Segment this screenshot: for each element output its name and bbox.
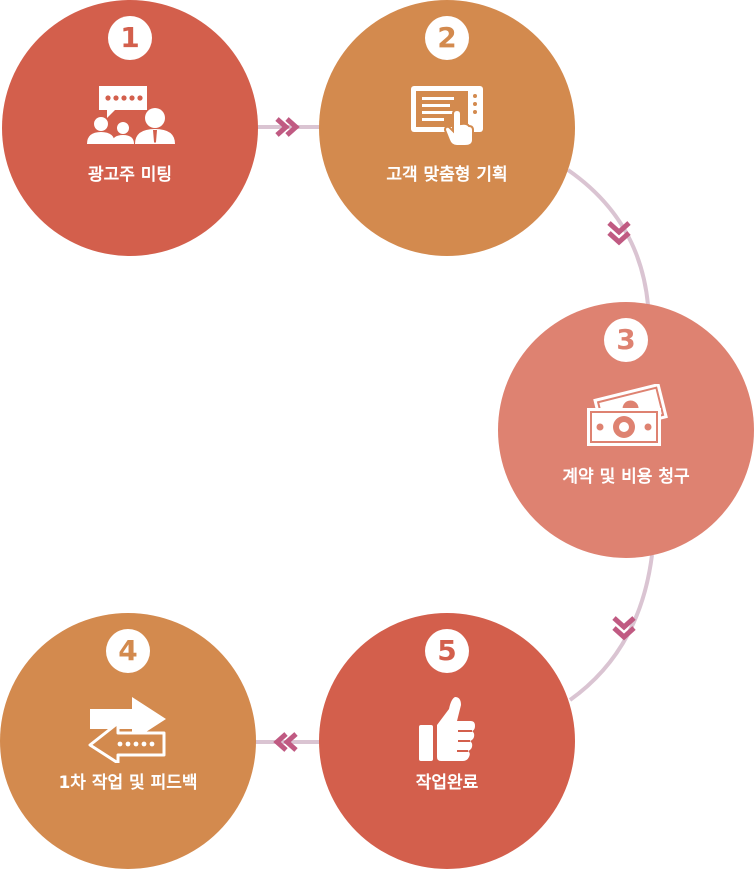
step-number-badge: 2 xyxy=(425,16,469,60)
step-2-circle: 2 고객 맞춤형 기획 xyxy=(319,0,575,256)
step-4-circle: 4 1차 작업 및 피드백 xyxy=(0,613,256,869)
chevron-left-icon xyxy=(273,732,298,752)
presentation-touch-icon xyxy=(411,86,483,146)
chevron-right-icon xyxy=(275,117,300,137)
step-5-circle: 5 작업완료 xyxy=(319,613,575,869)
step-1-label: 광고주 미팅 xyxy=(87,165,173,185)
step-1-circle: 1 광고주 미팅 xyxy=(2,0,258,256)
money-icon xyxy=(587,384,668,446)
step-3-label: 계약 및 비용 청구 xyxy=(562,467,690,487)
chevron-down-icon xyxy=(607,221,631,246)
step-2-label: 고객 맞춤형 기획 xyxy=(386,165,508,185)
chevron-down-icon xyxy=(612,616,636,641)
step-3-circle: 3 계약 및 비용 청구 xyxy=(498,302,754,558)
connector-3-5 xyxy=(568,554,654,702)
step-number-badge: 3 xyxy=(604,318,648,362)
step-4-label: 1차 작업 및 피드백 xyxy=(58,773,198,793)
step-5-label: 작업완료 xyxy=(415,773,479,793)
step-number-badge: 4 xyxy=(106,629,150,673)
step-number-badge: 1 xyxy=(108,16,152,60)
thumbs-up-icon xyxy=(419,697,475,761)
connector-2-3 xyxy=(566,168,650,306)
meeting-icon xyxy=(87,86,175,144)
step-number-badge: 5 xyxy=(425,629,469,673)
feedback-exchange-icon xyxy=(88,697,166,763)
